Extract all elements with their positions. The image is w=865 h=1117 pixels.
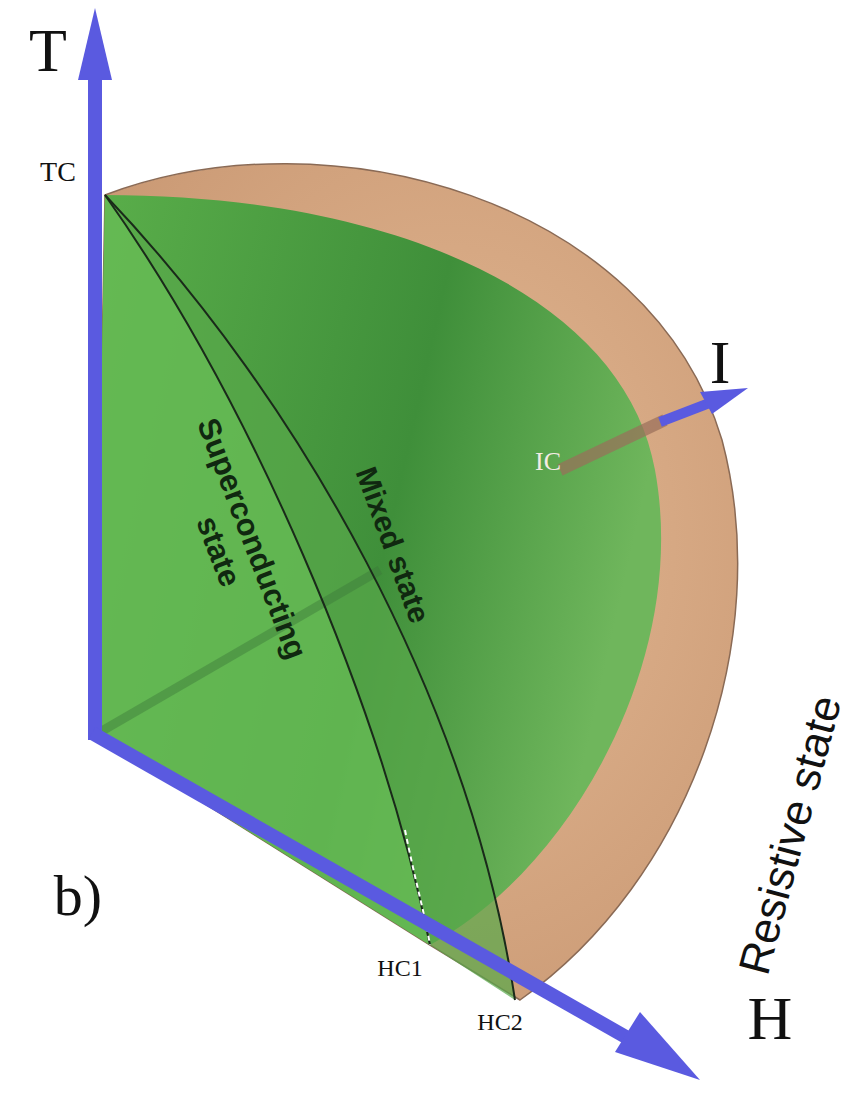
axis-label: T bbox=[29, 15, 67, 86]
axis-value: HC1 bbox=[377, 955, 422, 982]
axis-value: IC bbox=[535, 447, 561, 477]
axis-value: HC2 bbox=[477, 1009, 522, 1036]
panel-label: b) bbox=[54, 862, 102, 929]
axis-label: H bbox=[748, 983, 793, 1054]
axis-label: I bbox=[710, 327, 731, 398]
region-label: Resistive state bbox=[729, 690, 851, 979]
axis-value: TC bbox=[40, 156, 76, 188]
